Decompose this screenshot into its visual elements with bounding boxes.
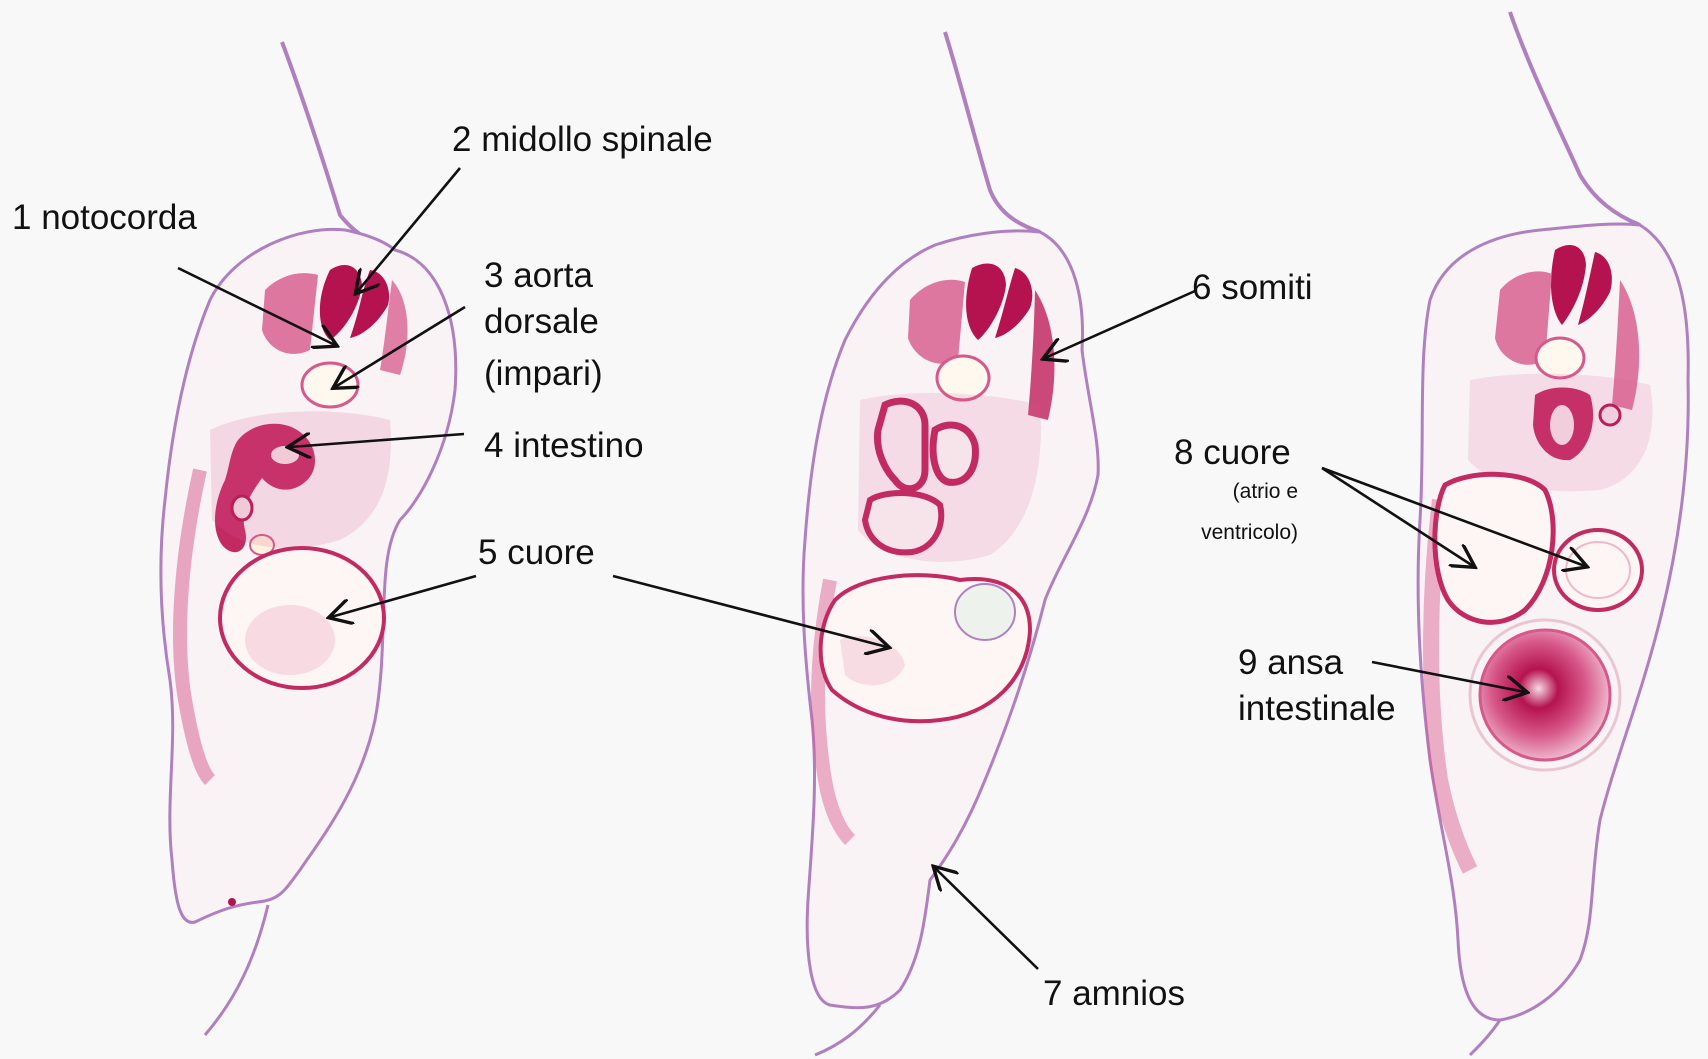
dorsal-aorta xyxy=(302,363,358,407)
label-amnios: 7 amnios xyxy=(1043,974,1185,1013)
stain-dot xyxy=(228,898,236,906)
gut-loop-3 xyxy=(865,493,941,552)
section-right xyxy=(1418,12,1688,1055)
label-aorta-line3: (impari) xyxy=(484,354,603,393)
membrane-strand xyxy=(945,32,1040,232)
lower-tail-strand xyxy=(815,1005,880,1055)
lower-tail-strand xyxy=(205,905,268,1035)
label-cuore-5: 5 cuore xyxy=(478,533,595,572)
section-left xyxy=(161,42,456,1035)
label-intestinale: intestinale xyxy=(1238,689,1396,728)
lower-tail-strand xyxy=(1470,1020,1500,1055)
label-ventricolo: ventricolo) xyxy=(1150,521,1298,545)
label-cuore-8: 8 cuore xyxy=(1174,433,1291,472)
gut-loop-2 xyxy=(933,425,975,482)
label-aorta-line2: dorsale xyxy=(484,302,599,341)
label-midollo-spinale: 2 midollo spinale xyxy=(452,120,713,159)
section-middle xyxy=(803,32,1098,1055)
membrane-strand xyxy=(282,42,395,250)
label-aorta-line1: 3 aorta xyxy=(484,256,593,295)
heart-left-inner xyxy=(245,605,335,675)
label-atrio: (atrio e xyxy=(1176,480,1298,504)
label-somiti: 6 somiti xyxy=(1192,268,1313,307)
heart-middle-right xyxy=(955,584,1015,640)
label-intestino: 4 intestino xyxy=(484,426,644,465)
label-ansa: 9 ansa xyxy=(1238,643,1343,682)
label-notocorda: 1 notocorda xyxy=(12,198,197,237)
intestinal-loop xyxy=(1480,630,1610,760)
arrow-amnios xyxy=(935,868,1038,969)
dorsal-aorta xyxy=(1536,338,1584,378)
membrane-strand xyxy=(1510,12,1640,225)
